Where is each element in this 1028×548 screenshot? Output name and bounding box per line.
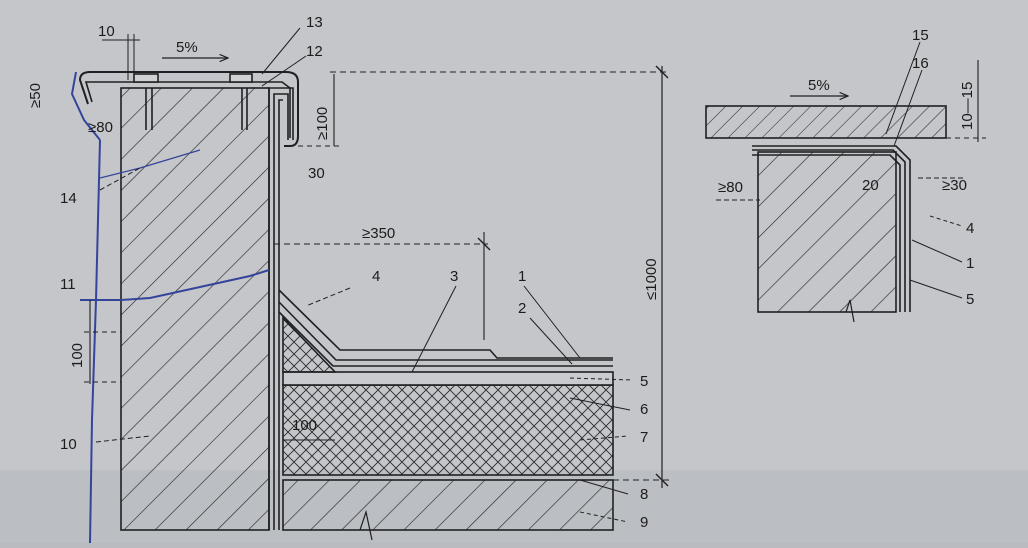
leader-2: [529, 317, 573, 365]
fillet: [282, 316, 337, 373]
dim-apron-down: ≥100: [314, 107, 331, 140]
callout-6: 6: [640, 401, 648, 418]
membrane-outer: [268, 87, 294, 530]
callout-12: 12: [306, 43, 323, 60]
dim-anchor-spacing: 100: [69, 343, 86, 368]
roof-slab: [282, 479, 614, 531]
leader-8: [579, 479, 629, 495]
pen-outline-upper: [70, 71, 101, 141]
side-dim-overlap: ≥80: [718, 179, 743, 196]
pen-outline-left: [89, 139, 101, 544]
roof-membrane-1: [278, 289, 613, 359]
side-wall: [757, 151, 897, 313]
dim-upturn-length: ≥350: [362, 225, 395, 242]
callout-10-left: 10: [60, 436, 77, 453]
roof-membrane-2: [278, 301, 613, 361]
dim-tick-350: [477, 237, 491, 251]
side-labels: 5% 10—15 ≥80 20 ≥30 15 16 4 1 5: [718, 27, 976, 308]
leader-12: [261, 55, 307, 87]
leader-7: [579, 435, 629, 441]
anchor-left: [145, 88, 153, 130]
leader-6: [569, 397, 631, 411]
callout-3: 3: [450, 268, 458, 285]
parapet-wall: [120, 87, 270, 531]
break-mark: [359, 509, 373, 541]
callout-4: 4: [372, 268, 380, 285]
side-leader-5: [909, 279, 963, 299]
dim-overlap: ≥80: [88, 119, 113, 136]
side-membrane-2: [752, 149, 906, 312]
dim-apron-gap: 30: [308, 165, 325, 182]
insulation-layer: [282, 384, 614, 476]
side-membrane-3: [752, 154, 901, 312]
roof-membrane-3: [278, 311, 613, 367]
side-dim-offset: ≥30: [942, 177, 967, 194]
side-detail: [705, 41, 986, 323]
main-labels: 10 5% ≥50 ≥80 ≥100 30 ≥350 ≤1000 100 100…: [27, 14, 660, 531]
callout-5: 5: [640, 373, 648, 390]
side-leader-16: [893, 69, 923, 147]
membrane-mid: [273, 93, 289, 530]
side-callout-5: 5: [966, 291, 974, 308]
membrane-inner: [278, 99, 283, 530]
dim-tick-top: [655, 65, 669, 79]
side-dim-gap-label: 10—15: [959, 82, 976, 130]
callout-7: 7: [640, 429, 648, 446]
coping-cap-inner: [84, 81, 291, 138]
leader-13: [261, 27, 301, 75]
slope-main: 5%: [176, 39, 198, 56]
dim-max-height: ≤1000: [643, 258, 660, 300]
callout-13: 13: [306, 14, 323, 31]
side-membrane-1: [752, 145, 911, 312]
anchor-right: [241, 88, 248, 130]
side-slope: 5%: [808, 77, 830, 94]
leader-5: [569, 377, 633, 381]
leader-3: [411, 285, 457, 373]
callout-11: 11: [60, 276, 76, 293]
dim-tick-bottom: [655, 473, 669, 487]
pen-line-11: [80, 269, 270, 301]
callout-2: 2: [518, 300, 526, 317]
side-leader-1: [911, 239, 963, 263]
side-callout-15: 15: [912, 27, 929, 44]
side-break: [845, 299, 855, 323]
pen-line-14: [99, 149, 201, 179]
leader-9: [579, 511, 629, 523]
dim-top-gap: 10: [98, 23, 115, 40]
dim-ext-10-top: [127, 34, 135, 80]
coping-cap: [78, 71, 299, 147]
side-callout-16: 16: [912, 55, 929, 72]
leader-10: [95, 435, 151, 443]
fixing-plate-left: [133, 73, 159, 83]
leader-1: [523, 285, 581, 359]
callout-1: 1: [518, 268, 526, 285]
callout-8: 8: [640, 486, 648, 503]
dim-left-drop: ≥50: [27, 83, 44, 108]
dim-ext-100-left: [84, 331, 121, 383]
main-detail: [70, 27, 670, 544]
screed-layer: [282, 371, 614, 386]
side-dim-layer: 20: [862, 177, 879, 194]
side-callout-4: 4: [966, 220, 974, 237]
side-leader-15: [885, 41, 921, 135]
callout-9: 9: [640, 514, 648, 531]
side-leader-4: [929, 215, 963, 227]
side-callout-1: 1: [966, 255, 974, 272]
dim-fillet: 100: [292, 417, 317, 434]
callout-14: 14: [60, 190, 77, 207]
fixing-plate-right: [229, 73, 253, 83]
coping-slab: [705, 105, 947, 139]
